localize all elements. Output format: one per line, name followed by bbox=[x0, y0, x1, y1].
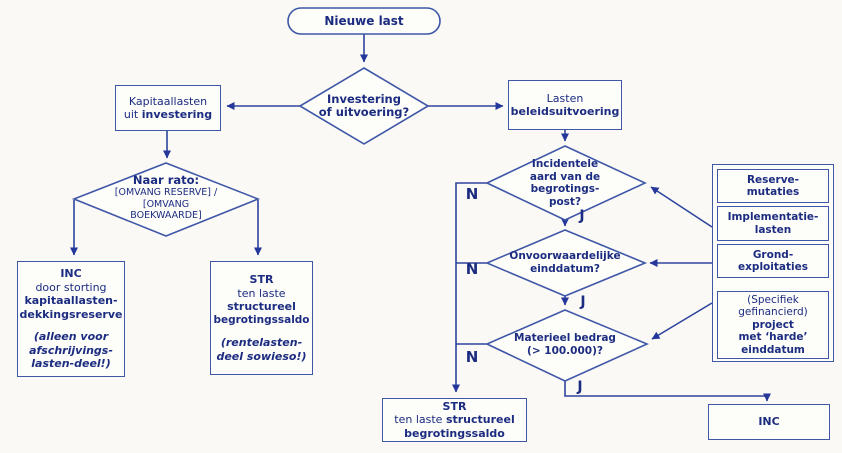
incidenteel-label: Incidentele aard van de begrotings- post… bbox=[529, 158, 601, 208]
branch-j-einddatum: J bbox=[580, 294, 586, 310]
lasten-line1: Lasten bbox=[546, 91, 584, 105]
exceptions-panel: Reserve- mutaties Implementatie- lasten … bbox=[712, 164, 834, 362]
inc-right-box: INC bbox=[708, 404, 830, 440]
naar-rato-diamond bbox=[71, 162, 261, 237]
lasten-line2: beleidsuitvoering bbox=[510, 105, 620, 118]
naar-rato-label: Naar rato: [OMVANG RESERVE] / [OMVANG BO… bbox=[114, 173, 218, 222]
bedrag-diamond bbox=[485, 309, 650, 382]
branch-j-bedrag: J bbox=[577, 379, 583, 395]
edge-panel-to-incidenteel bbox=[650, 186, 713, 228]
main-decision-diamond bbox=[298, 67, 430, 145]
str-rente-box: STR ten laste structureel begrotingssald… bbox=[210, 261, 313, 375]
einddatum-diamond bbox=[484, 229, 648, 297]
edge-panel-to-bedrag bbox=[651, 302, 713, 340]
lasten-box: Lasten beleidsuitvoering bbox=[508, 80, 622, 130]
branch-n-bedrag: N bbox=[465, 348, 479, 366]
kapitaallasten-line1: Kapitaallasten bbox=[128, 94, 208, 108]
kapitaallasten-box: Kapitaallasten uit investering bbox=[115, 85, 221, 131]
bedrag-label: Materieel bedrag (> 100.000)? bbox=[514, 332, 616, 357]
panel-item-reserve-mutaties: Reserve- mutaties bbox=[717, 169, 829, 203]
panel-item-implementatielasten: Implementatie- lasten bbox=[717, 206, 829, 241]
einddatum-label: Onvoorwaardelijke einddatum? bbox=[509, 250, 621, 275]
branch-n-incidenteel: N bbox=[465, 185, 479, 203]
branch-j-incidenteel: J bbox=[579, 208, 585, 224]
str-bottom-box: STR ten laste structureel begrotingssald… bbox=[382, 398, 527, 442]
start-terminator-label: Nieuwe last bbox=[324, 14, 404, 28]
kapitaallasten-line2: uit investering bbox=[123, 108, 213, 121]
panel-item-specifiek-project: (Specifiek gefinancierd) project met ‘ha… bbox=[717, 291, 829, 359]
panel-item-grondexploitaties: Grond- exploitaties bbox=[717, 244, 829, 278]
start-terminator-shape bbox=[287, 7, 441, 35]
incidenteel-diamond bbox=[485, 145, 647, 221]
edge-no-collector bbox=[452, 182, 487, 393]
main-decision-label: Investering of uitvoering? bbox=[318, 92, 410, 119]
branch-n-einddatum: N bbox=[465, 260, 479, 278]
edge-bedrag-j-to-inc bbox=[564, 381, 771, 402]
inc-storting-box: INC door storting kapitaallasten- dekkin… bbox=[17, 261, 125, 377]
